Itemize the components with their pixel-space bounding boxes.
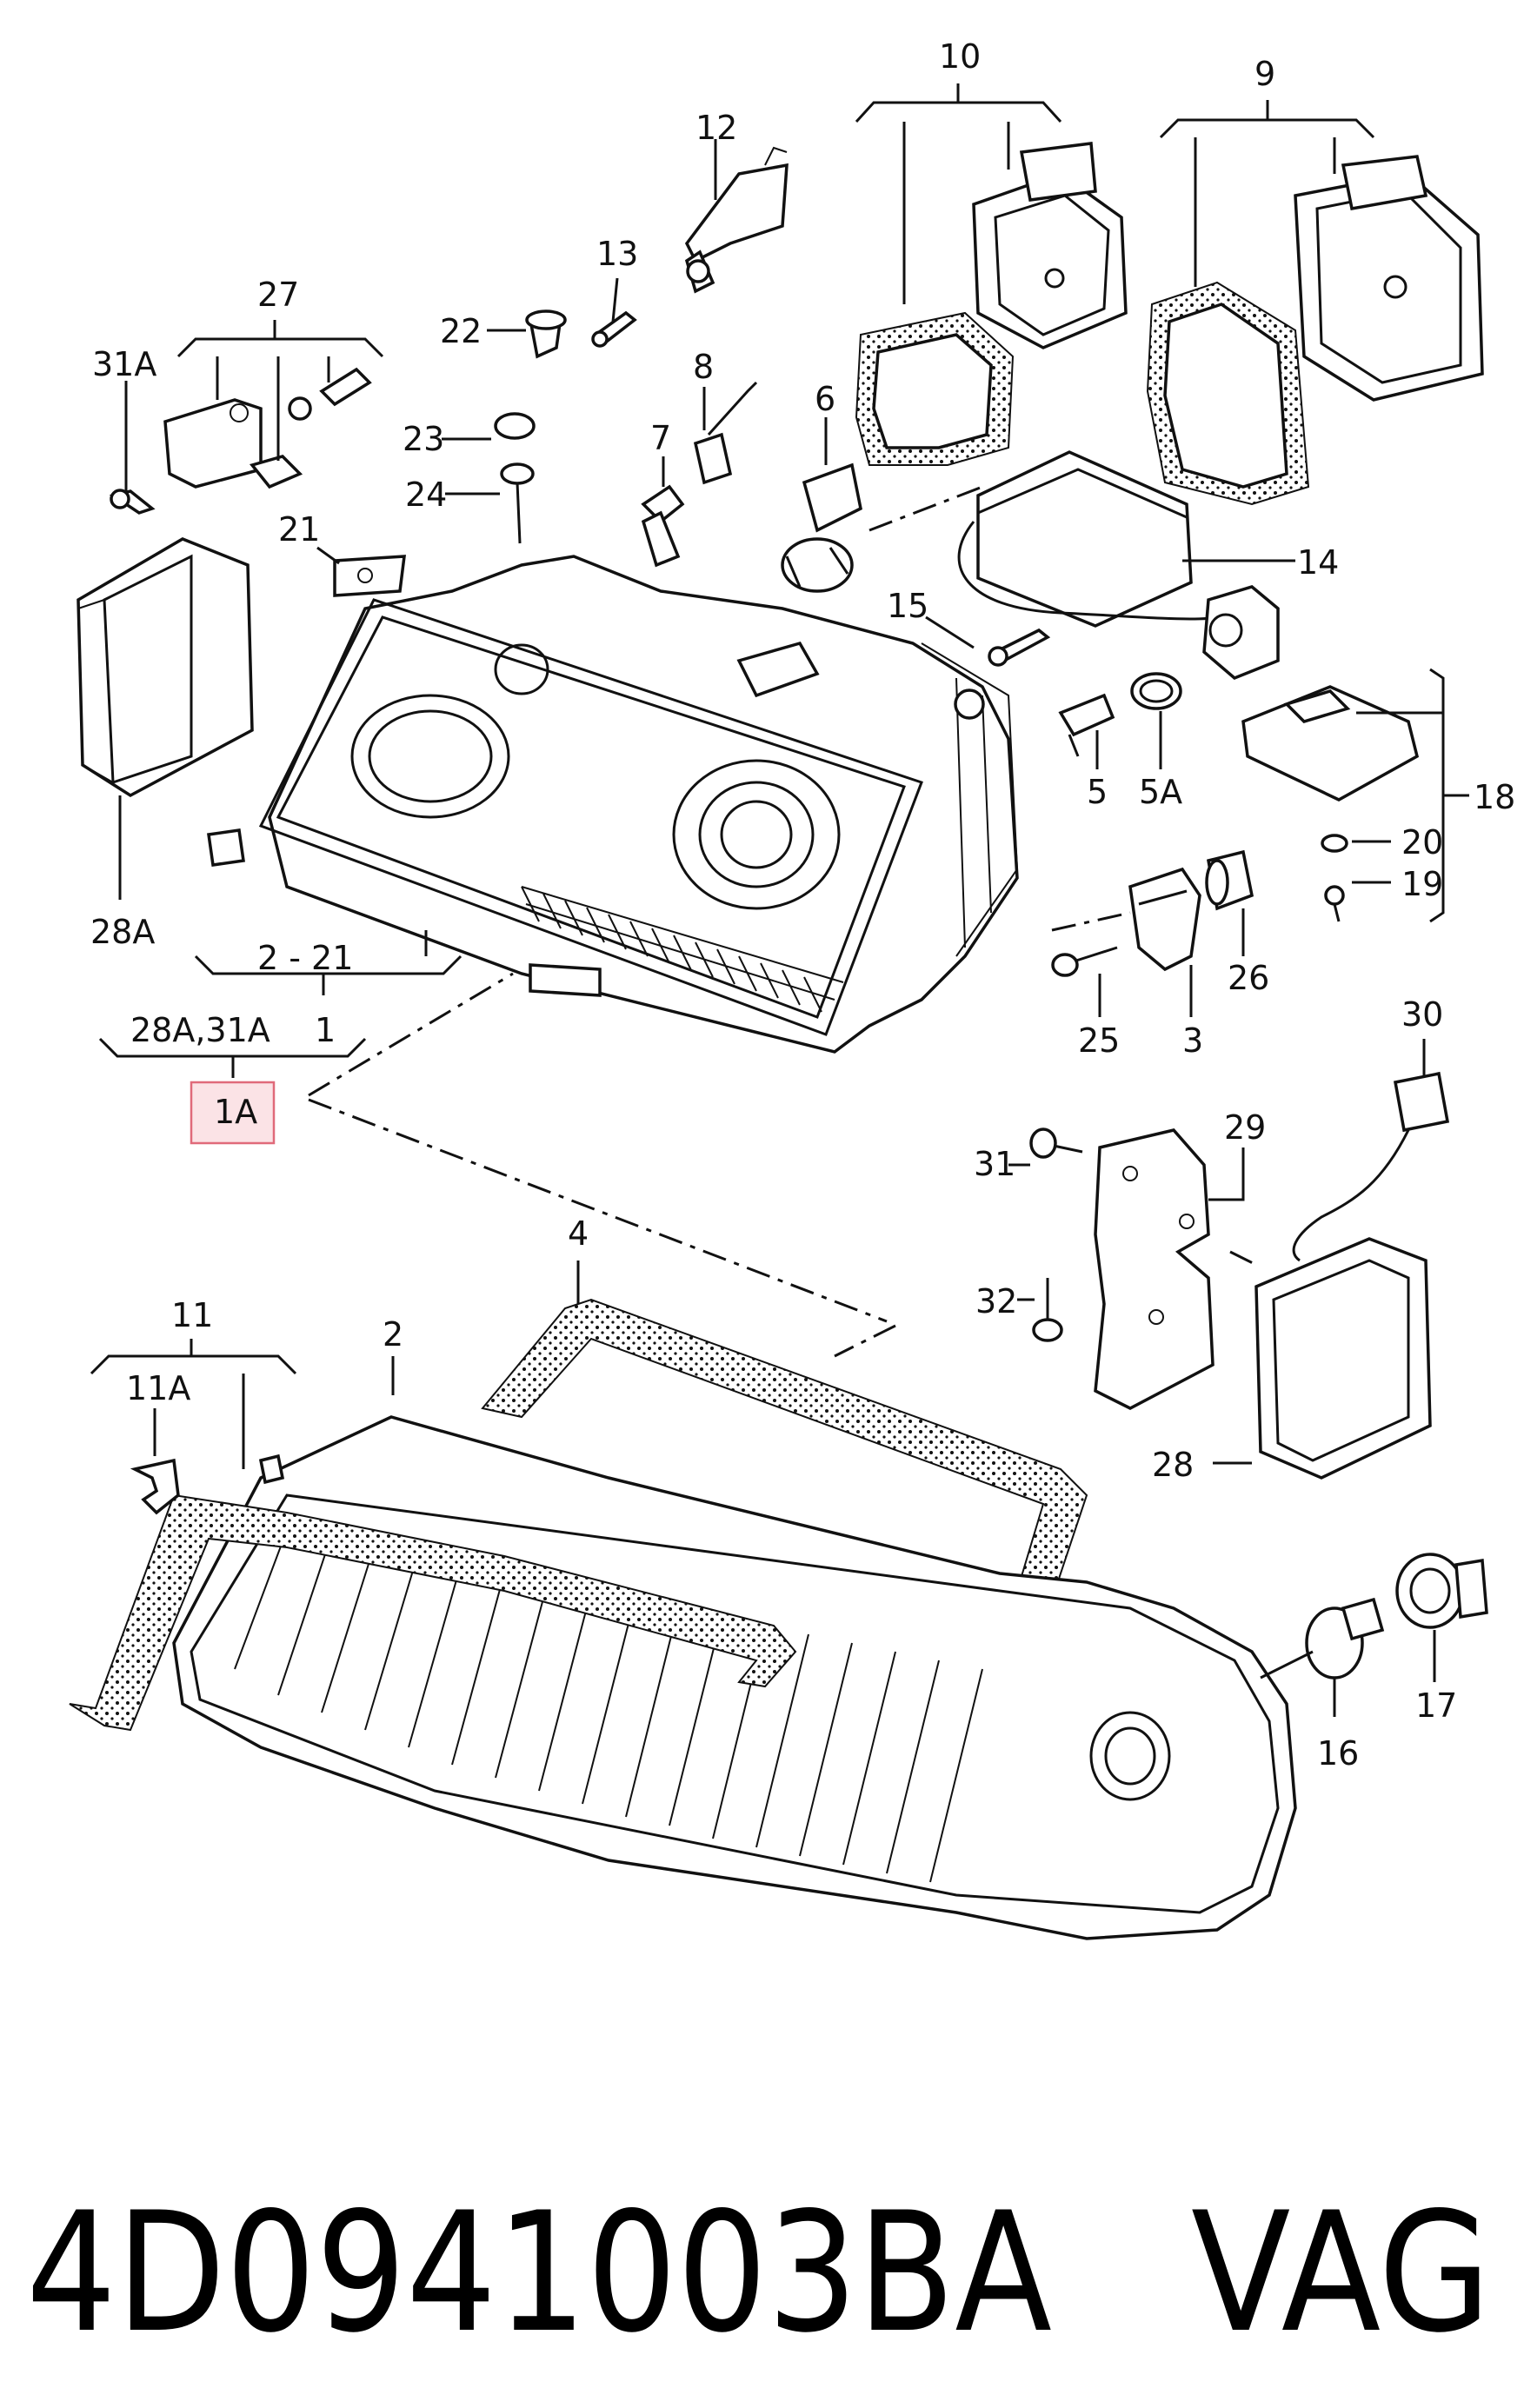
callout-23: 23: [403, 420, 444, 458]
screw-31: [1029, 1128, 1083, 1159]
screw-32: [1032, 1278, 1063, 1342]
callout-25: 25: [1078, 1021, 1120, 1060]
screw-25: [1051, 946, 1118, 977]
seal-11: [69, 1453, 797, 1732]
bracket-21: [333, 555, 406, 597]
callout-28a-31a: 28A,31A: [130, 1011, 270, 1049]
control-unit-18: [1241, 685, 1420, 802]
callout-18: 18: [1474, 778, 1515, 816]
callout-24: 24: [405, 476, 447, 514]
callout-9: 9: [1254, 55, 1275, 93]
callout-31a: 31A: [92, 345, 156, 383]
callout-16: 16: [1317, 1734, 1359, 1773]
screw-31a: [109, 489, 156, 515]
screw-15: [988, 628, 1051, 667]
washer-20: [1321, 834, 1348, 853]
callout-1: 1: [315, 1011, 336, 1049]
headlight-housing: [207, 555, 1019, 1054]
cap-9: [1294, 155, 1484, 402]
callout-15: 15: [887, 587, 928, 625]
highlight-box-1a: [190, 1081, 276, 1145]
callout-31: 31: [974, 1145, 1015, 1183]
callout-30: 30: [1401, 995, 1443, 1034]
screw-19: [1324, 885, 1345, 922]
bracket-29: [1094, 1128, 1215, 1410]
callout-8: 8: [693, 348, 714, 386]
bulb-socket-8: [693, 381, 758, 485]
screw-13: [591, 310, 637, 348]
callout-27: 27: [257, 276, 299, 314]
motor-26: [1205, 849, 1254, 911]
callout-26: 26: [1228, 959, 1269, 997]
bulb-holder-12: [684, 146, 789, 294]
control-unit-28: [1254, 1237, 1432, 1480]
callout-10: 10: [939, 37, 981, 76]
adjusting-bracket-27: [163, 367, 372, 489]
caption: 4D0941003BA VAG: [26, 2177, 1491, 2369]
callout-5: 5: [1087, 773, 1108, 811]
callout-28a: 28A: [90, 913, 155, 951]
bulb-16: [1305, 1597, 1385, 1680]
lens-ribs: [234, 1529, 983, 1883]
callout-11: 11: [171, 1296, 213, 1334]
callout-1a: 1A: [214, 1093, 257, 1131]
control-unit-28a: [77, 537, 254, 798]
bulb-5: [1058, 693, 1115, 757]
callout-19: 19: [1401, 865, 1443, 903]
clip-11a: [130, 1458, 180, 1515]
callout-22: 22: [440, 312, 482, 350]
gasket-9: [1146, 281, 1310, 506]
bulb-6: [781, 462, 862, 593]
expanding-nut-22: [525, 309, 567, 359]
callout-5a: 5A: [1139, 773, 1182, 811]
callout-20: 20: [1401, 823, 1443, 861]
callout-32: 32: [975, 1282, 1017, 1320]
callout-12: 12: [695, 109, 737, 147]
callout-29: 29: [1224, 1108, 1266, 1147]
gasket-10: [855, 311, 1015, 466]
leader-lines: [90, 83, 1469, 1717]
bulb-7: [641, 484, 685, 568]
brand-name: VAG: [1191, 2177, 1491, 2369]
callout-14: 14: [1297, 543, 1339, 582]
callout-labels: 10 9 12 13 22 27 31A 8 6 7 23 24 21 14 1…: [90, 37, 1515, 1773]
housing-grille: [521, 886, 822, 1013]
cap-10: [972, 142, 1128, 349]
connector-30: [1292, 1071, 1450, 1262]
callout-4: 4: [568, 1214, 589, 1253]
callout-2-21: 2 - 21: [257, 939, 353, 977]
part-number: 4D0941003BA: [26, 2177, 1052, 2369]
callout-28: 28: [1152, 1446, 1194, 1484]
callout-2: 2: [383, 1315, 403, 1354]
callout-11a: 11A: [126, 1369, 190, 1407]
callout-3: 3: [1182, 1021, 1203, 1060]
callout-21: 21: [278, 510, 320, 549]
callout-17: 17: [1415, 1686, 1457, 1725]
cover-lens-2: [172, 1415, 1297, 1940]
adjuster-3: [1128, 867, 1201, 972]
screw-23-24: [494, 412, 536, 544]
callout-7: 7: [650, 419, 671, 457]
ring-5a: [1130, 672, 1182, 710]
callout-13: 13: [596, 235, 638, 273]
callout-6: 6: [815, 380, 835, 418]
control-unit-14: [957, 450, 1280, 681]
bulb-holder-17: [1395, 1553, 1488, 1629]
